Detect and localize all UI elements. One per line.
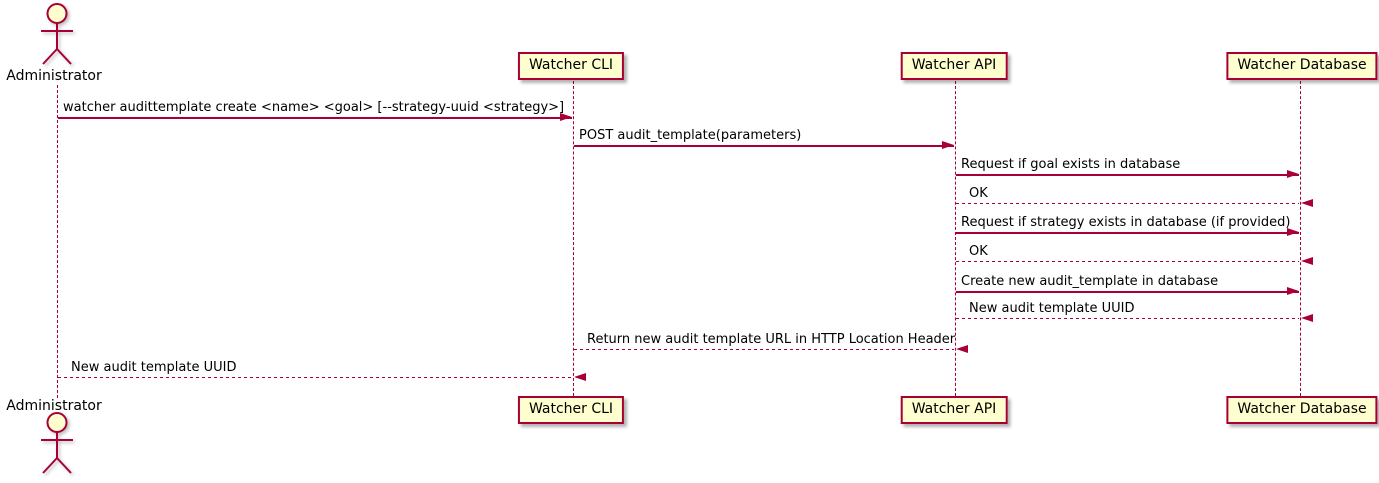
message-text: Request if goal exists in database [961, 157, 1181, 172]
message-line-dashed [58, 377, 572, 378]
message-line-dashed [956, 261, 1299, 262]
message-text: New audit template UUID [969, 301, 1135, 316]
message-text: watcher audittemplate create <name> <goa… [63, 100, 565, 115]
participant-box-watcher-database-bottom: Watcher Database [1226, 396, 1378, 424]
message-line-solid [956, 232, 1299, 234]
message-text: Return new audit template URL in HTTP Lo… [587, 332, 956, 347]
arrowhead-icon [1287, 287, 1299, 295]
message-text: Request if strategy exists in database (… [961, 215, 1291, 230]
message-line-solid [574, 145, 954, 147]
participant-box-watcher-cli-top: Watcher CLI [517, 52, 625, 80]
arrowhead-icon [1301, 199, 1313, 207]
arrowhead-icon [942, 141, 954, 149]
message-text: OK [969, 244, 988, 259]
arrowhead-icon [1287, 170, 1299, 178]
arrowhead-icon [1301, 257, 1313, 265]
administrator-actor-icon [41, 3, 73, 65]
message-line-dashed [956, 203, 1299, 204]
lifeline-watcher-cli [573, 81, 574, 396]
message-text: New audit template UUID [71, 360, 237, 375]
actor-label-administrator-top: Administrator [6, 68, 102, 84]
message-line-dashed [956, 318, 1299, 319]
message-line-dashed [574, 349, 954, 350]
lifeline-administrator [57, 85, 58, 398]
participant-box-watcher-database-top: Watcher Database [1226, 52, 1378, 80]
arrowhead-icon [1301, 314, 1313, 322]
message-line-solid [956, 174, 1299, 176]
lifeline-watcher-api [955, 81, 956, 396]
arrowhead-icon [560, 113, 572, 121]
arrowhead-icon [574, 373, 586, 381]
participant-box-watcher-cli-bottom: Watcher CLI [517, 396, 625, 424]
message-line-solid [956, 291, 1299, 293]
participant-box-watcher-api-bottom: Watcher API [900, 396, 1008, 424]
arrowhead-icon [956, 345, 968, 353]
message-text: Create new audit_template in database [961, 274, 1219, 289]
message-text: POST audit_template(parameters) [579, 128, 802, 143]
lifeline-watcher-database [1300, 81, 1301, 396]
actor-label-administrator-bottom: Administrator [6, 398, 102, 414]
arrowhead-icon [1287, 228, 1299, 236]
participant-box-watcher-api-top: Watcher API [900, 52, 1008, 80]
message-line-solid [58, 117, 572, 119]
message-text: OK [969, 186, 988, 201]
administrator-actor-icon [41, 412, 73, 474]
